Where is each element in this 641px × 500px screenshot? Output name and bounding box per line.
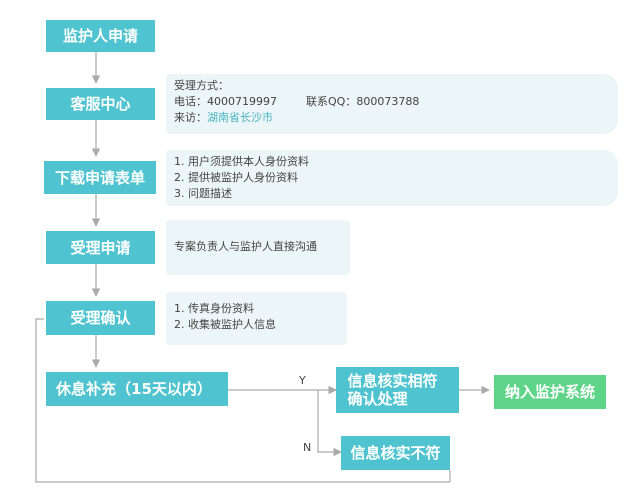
- note-confirm-items: 1. 传真身份资料 2. 收集被监护人信息: [166, 292, 347, 345]
- step-accept-confirm: 受理确认: [46, 301, 155, 335]
- step-info-mismatch: 信息核实不符: [341, 436, 450, 470]
- phone-number: 4000719997: [207, 95, 277, 108]
- visit-city: 湖南省长沙市: [207, 111, 273, 124]
- step-enter-system: 纳入监护系统: [494, 375, 606, 409]
- step-supplement: 休息补充（15天以内）: [46, 372, 228, 406]
- note-service-phone-row: 电话：4000719997 联系QQ：800073788: [174, 94, 610, 110]
- branch-no-label: N: [303, 441, 312, 454]
- note-download-item: 3. 问题描述: [174, 187, 232, 200]
- note-service-visit-row: 来访：湖南省长沙市: [174, 110, 610, 126]
- note-confirm-item: 2. 收集被监护人信息: [174, 318, 276, 331]
- note-accept: 专案负责人与监护人直接沟通: [166, 220, 350, 275]
- branch-yes-label: Y: [299, 374, 306, 387]
- arrow-branch-no: [317, 390, 342, 457]
- note-download-items: 1. 用户须提供本人身份资料 2. 提供被监护人身份资料 3. 问题描述: [166, 150, 618, 206]
- note-download-item: 2. 提供被监护人身份资料: [174, 171, 298, 184]
- step-info-verified-label: 信息核实相符确认处理: [347, 372, 438, 408]
- step-apply: 监护人申请: [46, 20, 155, 52]
- step-download-form: 下载申请表单: [44, 161, 156, 194]
- note-service-contact: 受理方式： 电话：4000719997 联系QQ：800073788 来访：湖南…: [166, 74, 618, 134]
- phone-label: 电话：: [174, 95, 207, 108]
- note-confirm-item: 1. 传真身份资料: [174, 302, 254, 315]
- note-service-method: 受理方式：: [174, 79, 229, 92]
- visit-label: 来访：: [174, 111, 207, 124]
- qq-number: 800073788: [356, 95, 420, 108]
- note-accept-text: 专案负责人与监护人直接沟通: [174, 240, 317, 253]
- step-service-center: 客服中心: [46, 88, 155, 120]
- qq-label: 联系QQ：: [306, 95, 357, 108]
- step-accept-application: 受理申请: [46, 231, 155, 264]
- loop-back-line: [35, 318, 450, 483]
- step-info-verified: 信息核实相符确认处理: [336, 367, 459, 413]
- note-download-item: 1. 用户须提供本人身份资料: [174, 155, 309, 168]
